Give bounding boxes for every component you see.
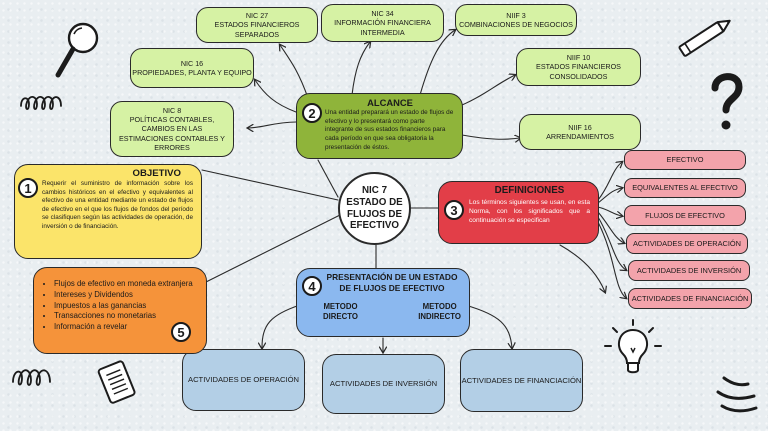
- nic34-name: INFORMACIÓN FINANCIERA INTERMEDIA: [334, 18, 431, 37]
- objetivo-node[interactable]: OBJETIVO Requerir el suministro de infor…: [14, 164, 202, 259]
- definicion-item[interactable]: EFECTIVO: [624, 150, 746, 170]
- alcance-node[interactable]: ALCANCE Una entidad preparará un estado …: [296, 93, 463, 159]
- definicion-item[interactable]: ACTIVIDADES DE FINANCIACIÓN: [628, 288, 752, 309]
- presentacion-title: PRESENTACIÓN DE UN ESTADO DE FLUJOS DE E…: [326, 272, 458, 293]
- otros-list: Flujos de efectivo en moneda extranjera …: [44, 279, 200, 333]
- nic16-code: NIC 16: [180, 58, 204, 68]
- niif10-name: ESTADOS FINANCIEROS CONSOLIDADOS: [536, 62, 621, 81]
- presentacion-number: 4: [302, 276, 322, 296]
- nic27-name: ESTADOS FINANCIEROS SEPARADOS: [214, 20, 300, 39]
- definicion-label: FLUJOS DE EFECTIVO: [645, 210, 725, 220]
- niif10-node[interactable]: NIIF 10 ESTADOS FINANCIEROS CONSOLIDADOS: [516, 48, 641, 86]
- notebook-icon: [97, 360, 136, 404]
- otros-item: Transacciones no monetarias: [54, 311, 200, 322]
- pencil-icon: [678, 19, 731, 57]
- niif3-node[interactable]: NIIF 3 COMBINACIONES DE NEGOCIOS: [455, 4, 577, 36]
- definicion-label: EQUIVALENTES AL EFECTIVO: [632, 183, 738, 193]
- niif16-code: NIIF 16: [568, 122, 592, 132]
- definicion-item[interactable]: ACTIVIDADES DE INVERSIÓN: [628, 260, 750, 281]
- nic27-node[interactable]: NIC 27 ESTADOS FINANCIEROS SEPARADOS: [196, 7, 318, 43]
- objetivo-title: OBJETIVO: [132, 168, 181, 179]
- nic8-name: POLÍTICAS CONTABLES, CAMBIOS EN LAS ESTI…: [119, 114, 225, 153]
- nic27-code: NIC 27: [245, 10, 269, 20]
- lightbulb-icon: [604, 319, 662, 374]
- definiciones-title: DEFINICIONES: [494, 185, 565, 196]
- definicion-item[interactable]: ACTIVIDADES DE OPERACIÓN: [626, 233, 748, 254]
- definiciones-node[interactable]: DEFINICIONES Los términos siguientes se …: [438, 181, 599, 244]
- niif3-name: COMBINACIONES DE NEGOCIOS: [459, 20, 573, 29]
- definicion-item[interactable]: EQUIVALENTES AL EFECTIVO: [624, 178, 746, 198]
- metodo-directo[interactable]: METODO DIRECTO: [323, 301, 358, 321]
- presentacion-node[interactable]: PRESENTACIÓN DE UN ESTADO DE FLUJOS DE E…: [296, 268, 470, 337]
- definicion-label: ACTIVIDADES DE INVERSIÓN: [636, 265, 742, 275]
- definiciones-text: Los términos siguientes se usan, en esta…: [469, 199, 590, 225]
- niif10-code: NIIF 10: [566, 52, 591, 62]
- actividad-label: ACTIVIDADES DE FINANCIACIÓN: [461, 375, 582, 385]
- nic8-code: NIC 8: [162, 105, 182, 115]
- definicion-label: EFECTIVO: [666, 155, 704, 165]
- niif16-name: ARRENDAMIENTOS: [546, 132, 614, 141]
- alcance-title: ALCANCE: [367, 97, 413, 108]
- nic34-node[interactable]: NIC 34 INFORMACIÓN FINANCIERA INTERMEDIA: [321, 4, 444, 42]
- center-title: NIC 7 ESTADO DE FLUJOS DE EFECTIVO: [346, 184, 403, 232]
- actividad-label: ACTIVIDADES DE INVERSIÓN: [329, 379, 438, 389]
- niif3-code: NIIF 3: [506, 10, 526, 20]
- nic8-node[interactable]: NIC 8 POLÍTICAS CONTABLES, CAMBIOS EN LA…: [110, 101, 234, 157]
- otros-number: 5: [171, 322, 191, 342]
- actividad-node[interactable]: ACTIVIDADES DE INVERSIÓN: [322, 354, 445, 414]
- actividad-node[interactable]: ACTIVIDADES DE OPERACIÓN: [182, 349, 305, 411]
- actividad-node[interactable]: ACTIVIDADES DE FINANCIACIÓN: [460, 349, 583, 412]
- definicion-item[interactable]: FLUJOS DE EFECTIVO: [624, 205, 746, 226]
- otros-item: Impuestos a las ganancias: [54, 301, 200, 312]
- nic16-node[interactable]: NIC 16 PROPIEDADES, PLANTA Y EQUIPO: [130, 48, 254, 88]
- spring-doodle-icon: [20, 96, 62, 110]
- spring-doodle-icon: [12, 369, 51, 386]
- alcance-text: Una entidad preparará un estado de flujo…: [325, 109, 454, 151]
- question-mark-icon: [711, 73, 743, 130]
- niif16-node[interactable]: NIIF 16 ARRENDAMIENTOS: [519, 114, 641, 150]
- otros-item: Información a revelar: [54, 322, 200, 333]
- definicion-label: ACTIVIDADES DE OPERACIÓN: [632, 238, 741, 248]
- nic34-code: NIC 34: [371, 8, 394, 18]
- objetivo-number: 1: [18, 178, 38, 198]
- otros-item: Intereses y Dividendos: [54, 290, 200, 301]
- otros-item: Flujos de efectivo en moneda extranjera: [54, 279, 200, 290]
- metodos-row: METODO DIRECTO METODO INDIRECTO: [321, 302, 463, 321]
- magnifier-icon: [55, 22, 99, 78]
- metodo-indirecto[interactable]: METODO INDIRECTO: [418, 301, 461, 321]
- spring-doodle-icon: [716, 376, 758, 413]
- alcance-number: 2: [302, 103, 322, 123]
- center-node[interactable]: NIC 7 ESTADO DE FLUJOS DE EFECTIVO: [338, 172, 411, 245]
- definiciones-number: 3: [444, 200, 464, 220]
- objetivo-text: Requerir el suministro de información so…: [42, 180, 193, 230]
- nic16-name: PROPIEDADES, PLANTA Y EQUIPO: [132, 68, 252, 77]
- actividad-label: ACTIVIDADES DE OPERACIÓN: [188, 375, 299, 385]
- definicion-label: ACTIVIDADES DE FINANCIACIÓN: [631, 293, 749, 303]
